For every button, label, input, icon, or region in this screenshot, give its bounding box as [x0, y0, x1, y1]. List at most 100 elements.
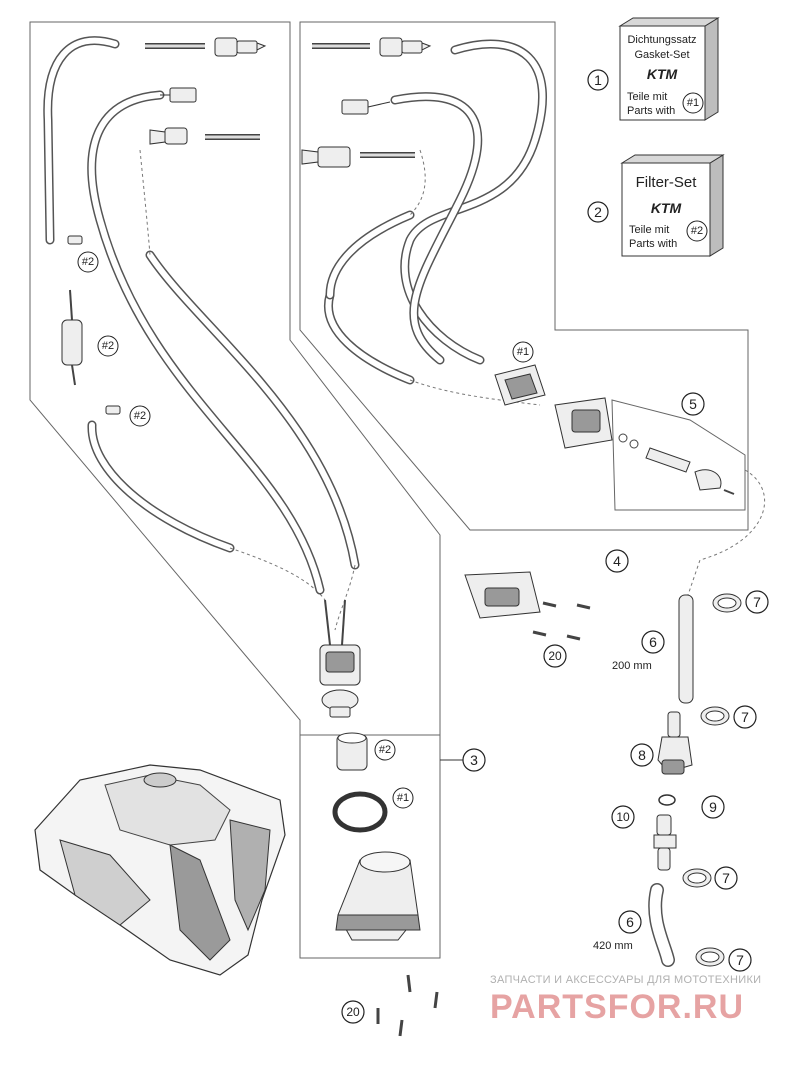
fuel-tank [34, 764, 286, 976]
pump-group-frame [299, 734, 441, 959]
callout-7-b: 7 [733, 705, 757, 729]
ref-2-upper-seal: #2 [77, 251, 99, 273]
hose-clamp-d [695, 947, 725, 967]
svg-text:#1: #1 [517, 346, 529, 358]
callout-7-d: 7 [728, 948, 752, 972]
svg-text:#1: #1 [397, 792, 409, 804]
svg-text:6: 6 [649, 634, 657, 650]
ref-2-pump-filter: #2 [374, 739, 396, 761]
callout-6-long-hose: 6 [618, 910, 642, 934]
filter-kit-parts-en: Parts with [629, 238, 677, 250]
ref-1-pump-gasket: #1 [392, 787, 414, 809]
ref-2-inline-filter: #2 [97, 335, 119, 357]
svg-text:#2: #2 [82, 256, 94, 268]
housing-screws [376, 974, 439, 1037]
hose-clamp-c [682, 868, 712, 888]
ref-2-lower-seal: #2 [129, 405, 151, 427]
pump-filter-sleeve [336, 732, 368, 771]
svg-text:20: 20 [548, 649, 562, 663]
svg-text:#2: #2 [134, 410, 146, 422]
callout-3: 3 [440, 748, 486, 772]
hose-clamp-b [700, 706, 730, 726]
hose-nipple [653, 814, 677, 871]
callout-10: 10 [611, 805, 635, 829]
callout-8: 8 [630, 743, 654, 767]
left-group-frame [29, 21, 441, 736]
callout-20-flange-screws: 20 [543, 644, 567, 668]
callout-2: 2 [587, 201, 609, 223]
svg-text:5: 5 [689, 396, 697, 412]
svg-text:7: 7 [736, 952, 744, 968]
svg-text:8: 8 [638, 747, 646, 763]
left-vent-hose [87, 90, 325, 595]
svg-text:1: 1 [594, 72, 602, 88]
dimension-420mm: 420 mm [593, 940, 633, 952]
filter-kit-title: Filter-Set [636, 174, 698, 191]
svg-text:#2: #2 [102, 340, 114, 352]
gasket-kit-line1: Dichtungssatz [627, 34, 696, 46]
svg-text:7: 7 [722, 870, 730, 886]
svg-text:4: 4 [613, 553, 621, 569]
inline-fuel-filter [61, 235, 121, 415]
svg-text:20: 20 [346, 1005, 360, 1019]
callout-7-c: 7 [714, 866, 738, 890]
svg-text:7: 7 [753, 594, 761, 610]
svg-text:7: 7 [741, 709, 749, 725]
callout-7-a: 7 [745, 590, 769, 614]
filter-kit-ref: #2 [686, 220, 708, 242]
callout-4: 4 [605, 549, 629, 573]
tank-flange-assembly [494, 364, 613, 449]
ref-1-flange-gasket: #1 [512, 341, 534, 363]
svg-text:10: 10 [616, 810, 630, 824]
pump-housing [335, 851, 421, 941]
callout-9: 9 [701, 795, 725, 819]
filter-kit-parts-de: Teile mit [629, 224, 669, 236]
watermark-brand: PARTSFOR.RU [490, 988, 744, 1026]
filter-kit-brand: KTM [651, 200, 682, 216]
quick-release-coupling [657, 711, 693, 775]
svg-text:#2: #2 [691, 225, 703, 237]
right-quick-coupler [379, 37, 432, 57]
gasket-kit-ref: #1 [682, 92, 704, 114]
fuel-pump [319, 599, 361, 718]
filter-kit-box: Filter-Set KTM Teile mit Parts with #2 [620, 154, 725, 257]
gasket-kit-brand: KTM [647, 66, 678, 82]
left-return-hose [139, 149, 360, 631]
gasket-kit-parts-de: Teile mit [627, 91, 667, 103]
left-coupler-lower [149, 127, 260, 145]
right-coupler-lower [301, 146, 415, 168]
pump-flange-spare [464, 571, 541, 619]
hose-200mm [678, 594, 694, 704]
item-4-guide-line [687, 469, 766, 596]
dimension-200mm: 200 mm [612, 660, 652, 672]
right-vent-hose [390, 92, 483, 365]
hose-clamp-a [712, 593, 742, 613]
svg-text:#1: #1 [687, 97, 699, 109]
left-sensor-plug [160, 87, 197, 103]
pump-gasket [332, 791, 388, 833]
svg-text:9: 9 [709, 799, 717, 815]
callout-1: 1 [587, 69, 609, 91]
callout-20-housing-screws: 20 [341, 1000, 365, 1024]
left-fuel-hose [43, 36, 326, 601]
gasket-kit-box: Dichtungssatz Gasket-Set KTM Teile mit P… [618, 17, 720, 121]
svg-text:2: 2 [594, 204, 602, 220]
flange-screws-top [532, 601, 591, 641]
right-fuel-hose [400, 39, 548, 365]
right-group-frame [299, 21, 749, 531]
left-quick-coupler [214, 37, 267, 57]
right-return-hose [324, 149, 541, 406]
right-sensor-plug [341, 99, 391, 115]
gasket-kit-parts-en: Parts with [627, 105, 675, 117]
svg-text:#2: #2 [379, 744, 391, 756]
hose-420mm [648, 883, 675, 967]
svg-text:6: 6 [626, 914, 634, 930]
svg-text:3: 3 [470, 752, 478, 768]
callout-6-short-hose: 6 [641, 630, 665, 654]
o-ring [658, 794, 676, 806]
item-5-detail-panel [611, 399, 746, 511]
gasket-kit-line2: Gasket-Set [634, 49, 689, 61]
watermark-tagline: ЗАПЧАСТИ И АКСЕССУАРЫ ДЛЯ МОТОТЕХНИКИ [490, 974, 761, 986]
callout-5: 5 [681, 392, 705, 416]
